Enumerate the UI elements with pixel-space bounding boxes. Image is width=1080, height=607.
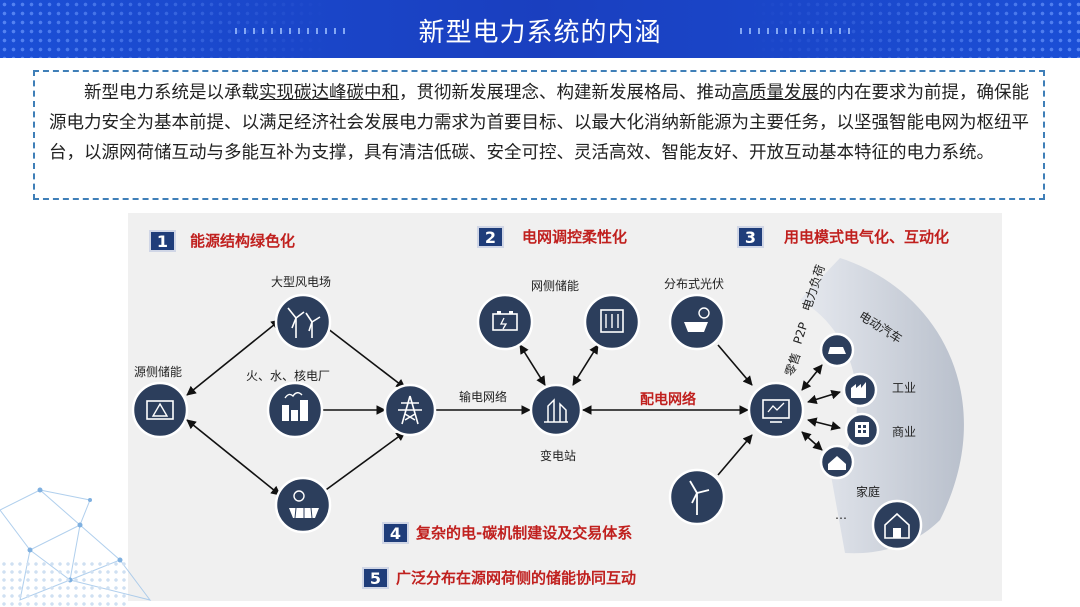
label-distribution: 配电网络 (640, 391, 696, 408)
feature-number-badge (362, 567, 389, 589)
header-tick-decoration (740, 28, 850, 34)
substation-icon (529, 383, 583, 437)
distributed-pv-icon (668, 293, 726, 351)
feature-4: 4 复杂的电-碳机制建设及交易体系 (382, 522, 632, 544)
label-industry: 工业 (892, 381, 916, 395)
grid-storage-battery-icon (476, 293, 534, 351)
arrow-pv-to-distribution (717, 344, 753, 386)
page-title: 新型电力系统的内涵 (418, 18, 662, 48)
label-thermal: 火、水、核电厂 (246, 369, 330, 383)
header-tick-decoration (235, 28, 345, 34)
intro-underline-carbon: 实现碳达峰碳中和 (259, 83, 399, 103)
feature-number: 4 (390, 524, 401, 543)
thermal-plant-icon (266, 381, 324, 439)
intro-text: 新型电力系统是以承载 (84, 83, 259, 103)
dot-decoration (0, 560, 130, 607)
feature-number-badge (149, 230, 176, 252)
label-source-storage: 源侧储能 (134, 364, 182, 379)
feature-5: 5 广泛分布在源网荷侧的储能协同互动 (362, 567, 636, 589)
demand-side-arc (800, 258, 964, 554)
intro-paragraph: 新型电力系统是以承载实现碳达峰碳中和，贯彻新发展理念、构建新发展格局、推动高质量… (33, 70, 1045, 200)
arrow-distribution-to-commerce (807, 417, 841, 431)
feature-label: 广泛分布在源网荷侧的储能协同互动 (396, 569, 636, 587)
household-icon (819, 444, 855, 480)
industry-icon (842, 372, 878, 408)
arrow-grid-storage-right (572, 344, 599, 386)
transmission-tower-icon (383, 383, 437, 437)
arrow-solar-to-tower (322, 431, 406, 493)
feature-number-badge (477, 226, 504, 248)
label-ellipsis: … (835, 508, 847, 522)
arrow-grid-storage-left (519, 344, 546, 386)
feature-3: 3 用电模式电气化、互动化 (737, 226, 949, 248)
feature-1: 1 能源结构绿色化 (149, 230, 295, 252)
label-retail: 零售 (782, 350, 804, 377)
feature-number: 5 (370, 569, 381, 588)
wind-farm-icon (274, 293, 332, 351)
label-wind-farm: 大型风电场 (271, 275, 331, 289)
arrow-source-to-solar (186, 419, 281, 496)
feature-label: 电网调控柔性化 (522, 228, 627, 246)
wind-turbine-icon (668, 468, 726, 526)
ev-car-icon (819, 332, 855, 368)
arrow-distribution-to-home (801, 431, 823, 451)
feature-number: 2 (485, 228, 496, 247)
solar-panel-icon (274, 476, 332, 534)
arrow-distribution-to-industry (807, 389, 841, 405)
smart-home-icon (871, 499, 923, 551)
label-grid-storage: 网侧储能 (531, 278, 579, 293)
grid-storage-building-icon (583, 293, 641, 351)
feature-number: 3 (745, 228, 756, 247)
intro-text: ，贯彻新发展理念、构建新发展格局、推动 (399, 83, 732, 103)
label-transmission: 输电网络 (459, 389, 507, 404)
arrow-wind-to-tower (322, 324, 406, 389)
feature-label: 用电模式电气化、互动化 (784, 228, 949, 246)
arrow-source-to-wind (186, 319, 281, 396)
label-substation: 变电站 (540, 448, 576, 463)
feature-2: 2 电网调控柔性化 (477, 226, 627, 248)
source-storage-icon (131, 381, 189, 439)
feature-label: 复杂的电-碳机制建设及交易体系 (415, 524, 632, 542)
distribution-monitor-icon (747, 381, 805, 439)
label-commerce: 商业 (892, 424, 916, 439)
feature-number: 1 (157, 232, 168, 251)
label-p2p: P2P (791, 321, 811, 346)
connection-arrows (186, 319, 841, 496)
arrow-distribution-to-ev (801, 364, 823, 391)
feature-number-badge (737, 226, 764, 248)
label-household: 家庭 (856, 484, 880, 499)
intro-underline-quality: 高质量发展 (731, 83, 820, 103)
feature-label: 能源结构绿色化 (190, 232, 295, 250)
arrow-wind-to-distribution (717, 434, 753, 476)
feature-number-badge (382, 522, 409, 544)
commerce-icon (844, 412, 880, 448)
intro-text: 的内在要求为前提，确保能源电力安全为基本前提、以满足经济社会发展电力需求为首要目… (49, 83, 1029, 163)
header-bar: 新型电力系统的内涵 (0, 0, 1080, 58)
label-distributed-pv: 分布式光伏 (664, 277, 724, 291)
